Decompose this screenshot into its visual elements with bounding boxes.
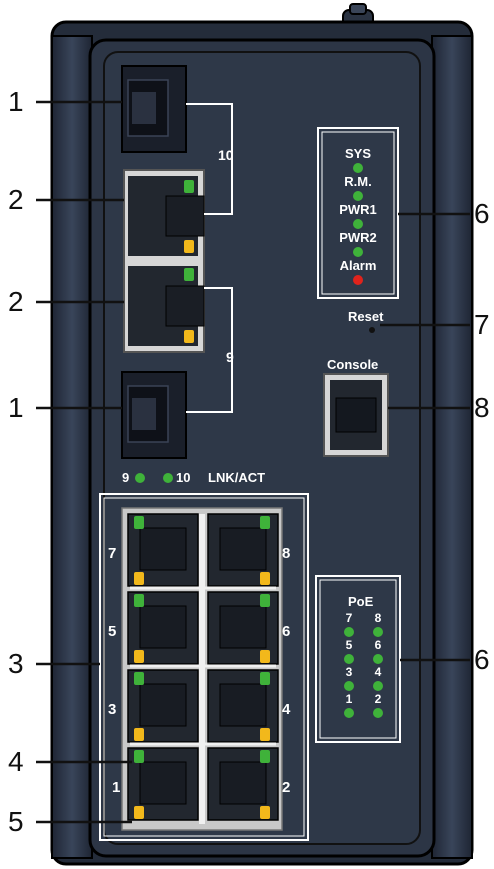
port-1-label: 1 <box>112 779 120 796</box>
callout-2-combo-bottom: 2 <box>8 286 24 317</box>
callout-2-combo-top: 2 <box>8 184 24 215</box>
lnk-act-legend: 9 10 LNK/ACT <box>122 470 265 485</box>
callout-lines <box>36 100 470 824</box>
poe-right-label-3: 2 <box>375 692 382 706</box>
status-label-4: Alarm <box>340 258 377 273</box>
poe-led-3 <box>344 681 354 691</box>
status-led-4 <box>353 275 363 285</box>
status-label-1: R.M. <box>344 174 371 189</box>
combo-port-9-speed-led <box>184 330 194 343</box>
port-7-label: 7 <box>108 545 116 562</box>
status-led-3 <box>353 247 363 257</box>
callout-7-reset: 7 <box>474 309 490 340</box>
status-led-0 <box>353 163 363 173</box>
legend-port-10-label: 10 <box>176 470 190 485</box>
callout-1-sfp-top: 1 <box>8 86 24 117</box>
rj45-port-7-link-led <box>134 516 144 529</box>
poe-title: PoE <box>348 594 374 609</box>
poe-right-label-0: 8 <box>375 611 382 625</box>
poe-left-label-1: 5 <box>346 638 353 652</box>
poe-left-label-0: 7 <box>346 611 353 625</box>
reset-button[interactable] <box>369 327 375 333</box>
poe-led-4 <box>373 681 383 691</box>
rj45-port-7-speed-led <box>134 572 144 585</box>
poe-left-label-3: 1 <box>346 692 353 706</box>
rj45-port-1-link-led <box>134 750 144 763</box>
sfp-slot-top <box>121 65 187 153</box>
callout-5-speed-led: 5 <box>8 806 24 837</box>
reset-label: Reset <box>348 309 384 324</box>
status-led-1 <box>353 191 363 201</box>
combo-port-9-link-led <box>184 268 194 281</box>
poe-led-2 <box>373 708 383 718</box>
rj45-port-3-speed-led <box>134 728 144 741</box>
legend-port-10-led <box>163 473 173 483</box>
callout-6-poe-leds: 6 <box>474 644 490 675</box>
poe-led-1 <box>344 708 354 718</box>
console-port[interactable] <box>323 373 389 457</box>
rj45-port-3-link-led <box>134 672 144 685</box>
port-9-pair-label: 9 <box>226 349 234 365</box>
legend-port-9-label: 9 <box>122 470 129 485</box>
port-3-label: 3 <box>108 701 116 718</box>
poe-right-label-1: 6 <box>375 638 382 652</box>
status-label-2: PWR1 <box>339 202 377 217</box>
rj45-port-1[interactable] <box>127 747 199 821</box>
rj45-port-7[interactable] <box>127 513 199 587</box>
rj45-port-6[interactable] <box>207 591 279 665</box>
rj45-port-8[interactable] <box>207 513 279 587</box>
port-2-label: 2 <box>282 779 290 796</box>
poe-led-grid: 7 8 5 6 3 4 1 2 <box>344 611 383 718</box>
port-8-label: 8 <box>282 545 290 562</box>
rj45-port-6-link-led <box>260 594 270 607</box>
rj45-port-8-speed-led <box>260 572 270 585</box>
rj45-port-2[interactable] <box>207 747 279 821</box>
poe-right-label-2: 4 <box>375 665 382 679</box>
combo-rj45-block <box>123 169 205 353</box>
rj45-port-5-link-led <box>134 594 144 607</box>
poe-led-8 <box>373 627 383 637</box>
rj45-port-4-link-led <box>260 672 270 685</box>
rj45-port-6-speed-led <box>260 650 270 663</box>
port-pairing-lines <box>186 103 233 413</box>
callout-1-sfp-bottom: 1 <box>8 392 24 423</box>
port-5-label: 5 <box>108 623 116 640</box>
combo-port-10-link-led <box>184 180 194 193</box>
console-label: Console <box>327 357 378 372</box>
poe-led-5 <box>344 654 354 664</box>
callout-3-rj45-ports: 3 <box>8 648 24 679</box>
status-led-2 <box>353 219 363 229</box>
port-10-pair-label: 10 <box>218 147 234 163</box>
port-6-label: 6 <box>282 623 290 640</box>
callout-8-console: 8 <box>474 392 490 423</box>
rj45-port-3[interactable] <box>127 669 199 743</box>
legend-port-9-led <box>135 473 145 483</box>
rj45-port-4[interactable] <box>207 669 279 743</box>
status-label-0: SYS <box>345 146 371 161</box>
rj45-port-1-speed-led <box>134 806 144 819</box>
callout-6-status-leds: 6 <box>474 198 490 229</box>
rj45-port-4-speed-led <box>260 728 270 741</box>
sfp-slot-bottom <box>121 371 187 459</box>
rj45-port-2-speed-led <box>260 806 270 819</box>
rj45-port-2-link-led <box>260 750 270 763</box>
status-label-3: PWR2 <box>339 230 377 245</box>
callout-4-link-led: 4 <box>8 746 24 777</box>
rj45-port-5-speed-led <box>134 650 144 663</box>
combo-port-10-speed-led <box>184 240 194 253</box>
rj45-port-8-link-led <box>260 516 270 529</box>
poe-led-6 <box>373 654 383 664</box>
poe-led-7 <box>344 627 354 637</box>
rj45-port-5[interactable] <box>127 591 199 665</box>
port-4-label: 4 <box>282 701 291 718</box>
rj45-ports <box>127 513 279 821</box>
poe-left-label-2: 3 <box>346 665 353 679</box>
lnk-act-label: LNK/ACT <box>208 470 265 485</box>
